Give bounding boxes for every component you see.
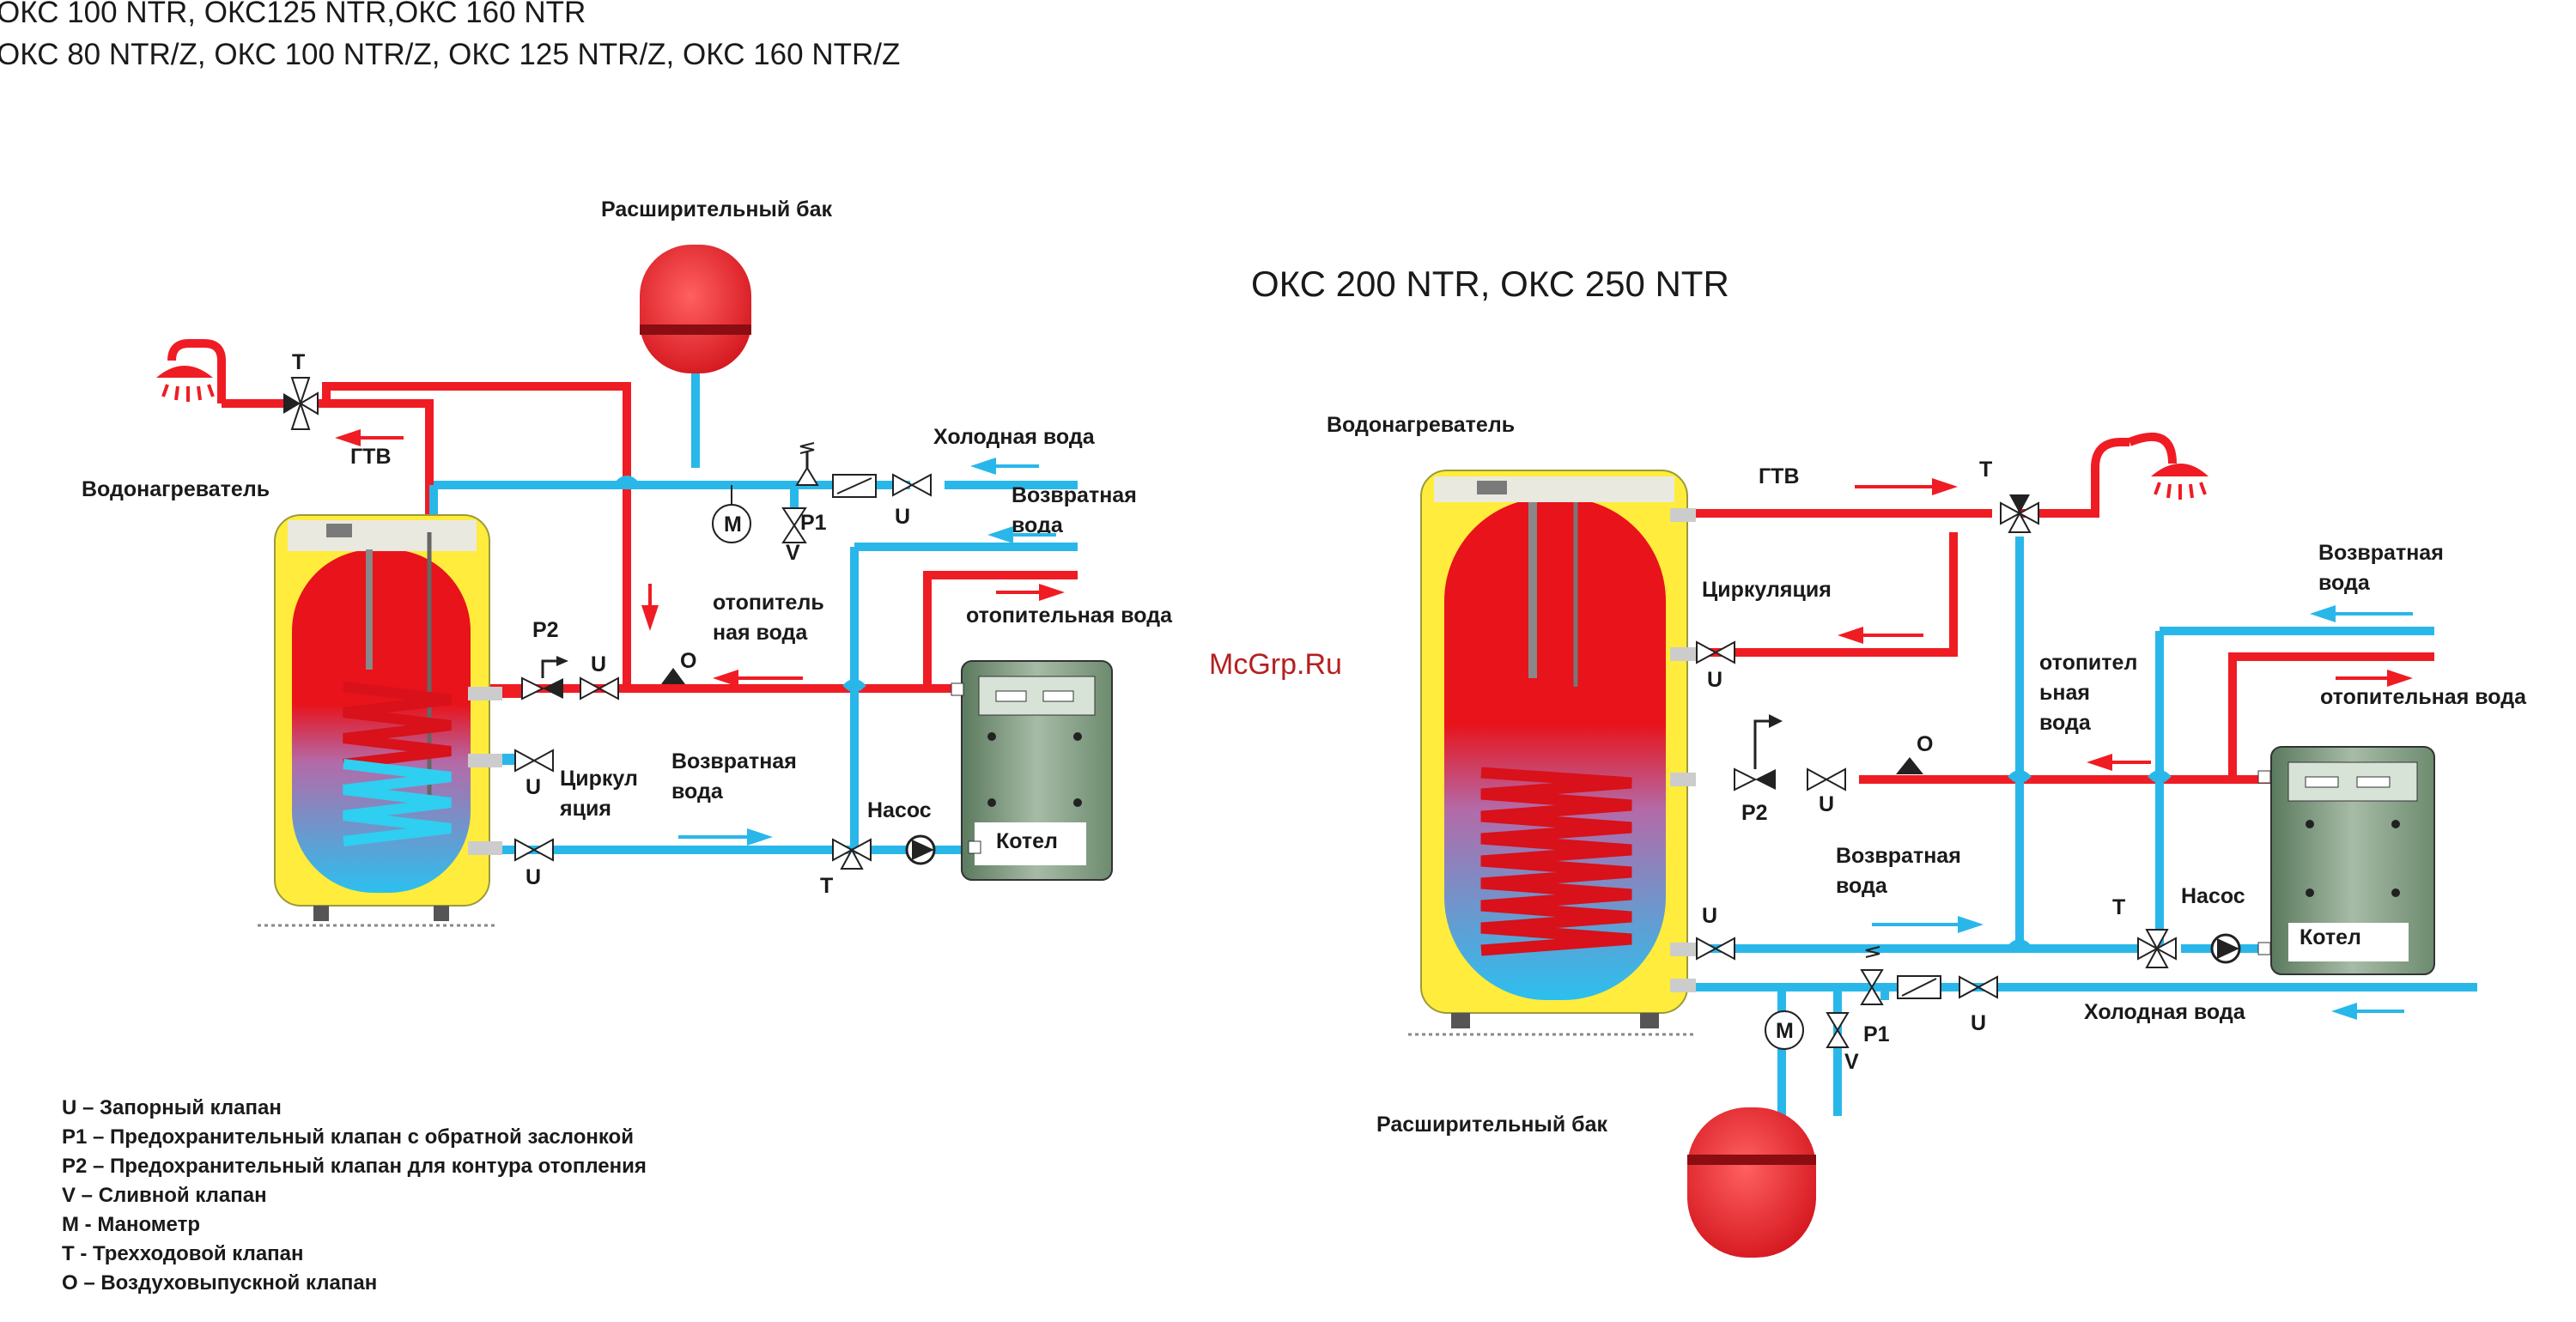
- heating-label-right-2: ьная: [2039, 681, 2090, 705]
- u-label-left-top: U: [895, 505, 910, 529]
- three-way-valve-icon: [2000, 494, 2039, 533]
- legend-item: U – Запорный клапан: [62, 1096, 282, 1119]
- heating-full-label-right: отопительная вода: [2320, 685, 2527, 709]
- t-label-left-bottom: T: [820, 874, 833, 898]
- shutoff-valve-icon: [892, 473, 932, 497]
- heating-water-full-label-left: отопительная вода: [966, 603, 1173, 628]
- header-line-1: ОКС 100 NTR, ОКС125 NTR,ОКС 160 NTR: [0, 0, 586, 29]
- three-way-valve-icon: [283, 377, 319, 430]
- o-label-right: O: [1917, 732, 1933, 756]
- boiler-right: [2257, 746, 2435, 975]
- right-diagram-title: ОКС 200 NTR, ОКС 250 NTR: [1251, 264, 1729, 304]
- u-label-right-cold: U: [1971, 1011, 1986, 1035]
- water-heater-label-right: Водонагреватель: [1327, 413, 1515, 437]
- heating-water-label-left-2: ная вода: [713, 621, 808, 645]
- heating-label-right-1: отопител: [2039, 651, 2137, 675]
- p1-label-right: P1: [1863, 1022, 1890, 1046]
- u-label-right-hot: U: [1819, 792, 1834, 816]
- legend-item: O – Воздуховыпускной клапан: [62, 1271, 377, 1295]
- p2-label-left: P2: [532, 618, 559, 642]
- v-label-left: V: [786, 541, 800, 565]
- legend-item: P2 – Предохранительный клапан для контур…: [62, 1155, 647, 1178]
- shower-head-icon: [2128, 432, 2208, 500]
- u-label-left-bottom: U: [526, 865, 541, 889]
- heating-water-label-left-1: отопитель: [713, 591, 824, 615]
- boiler-left: [951, 660, 1113, 881]
- return2-label-left-2: вода: [671, 779, 724, 804]
- return-water-label-right-1: Возвратная: [2318, 541, 2444, 565]
- manometer-icon: [1765, 1010, 1804, 1050]
- expansion-tank-label-right: Расширительный бак: [1376, 1113, 1608, 1137]
- manometer-label-left: M: [724, 512, 742, 537]
- o-label-left: O: [680, 649, 696, 673]
- shutoff-valve-icon: [514, 838, 554, 862]
- u-label-left-circ: U: [526, 775, 541, 799]
- shutoff-valve-icon: [1696, 640, 1735, 664]
- manometer-label-right: M: [1776, 1019, 1794, 1043]
- watermark: McGrp.Ru: [1209, 648, 1342, 681]
- t-label-right-top: T: [1979, 458, 1992, 482]
- t-label-right-bottom: T: [2112, 895, 2125, 919]
- shutoff-valve-icon: [1696, 937, 1735, 961]
- shower-head-icon: [156, 339, 226, 403]
- p1-label-left: P1: [800, 511, 827, 535]
- pump-icon: [905, 834, 936, 865]
- legend-item: M - Манометр: [62, 1213, 200, 1236]
- legend: U – Запорный клапан P1 – Предохранительн…: [62, 1096, 647, 1295]
- safety-valve-p1-icon: [1860, 946, 1941, 1005]
- expansion-tank-label-left: Расширительный бак: [601, 197, 833, 221]
- safety-valve-p2-icon: [1734, 714, 1783, 791]
- boiler-label-right: Котел: [2300, 925, 2361, 949]
- expansion-tank-left: [640, 245, 751, 468]
- return-water-label-left-1: Возвратная: [1012, 483, 1137, 507]
- legend-item: V – Сливной клапан: [62, 1184, 267, 1207]
- three-way-valve-icon: [2137, 929, 2177, 968]
- pump-label-right: Насос: [2181, 884, 2245, 908]
- pump-label-left: Насос: [867, 798, 932, 822]
- water-heater-right: [1408, 470, 1696, 1036]
- heating-label-right-3: вода: [2039, 711, 2092, 735]
- header-line-2: ОКС 80 NTR/Z, ОКС 100 NTR/Z, ОКС 125 NTR…: [0, 38, 900, 71]
- return2-label-left-1: Возвратная: [671, 749, 797, 773]
- circulation-label-right: Циркуляция: [1702, 578, 1832, 602]
- air-vent-icon: [1896, 757, 1923, 774]
- safety-valve-p2-icon: [521, 656, 568, 700]
- shutoff-valve-icon: [514, 749, 554, 773]
- circulation-label-left-2: яция: [559, 797, 611, 821]
- circulation-label-left-1: Циркул: [560, 767, 638, 791]
- return-water-label-right-2: вода: [2318, 571, 2371, 595]
- right-diagram: ОКС 200 NTR, ОКС 250 NTR Водонагреватель: [1251, 264, 2527, 1258]
- drain-valve-icon: [781, 507, 807, 543]
- drain-valve-icon: [1826, 1012, 1850, 1048]
- pump-icon: [2210, 933, 2241, 964]
- u-label-right-circ: U: [1707, 668, 1722, 692]
- cold-water-label-left: Холодная вода: [933, 425, 1096, 449]
- legend-item: T - Трехходовой клапан: [62, 1242, 304, 1265]
- water-heater-label-left: Водонагреватель: [82, 477, 270, 501]
- shutoff-valve-icon: [580, 676, 619, 700]
- boiler-label-left: Котел: [996, 829, 1058, 853]
- shutoff-valve-icon: [1959, 975, 1998, 999]
- safety-valve-p1-icon: [795, 442, 877, 498]
- expansion-tank-right: [1687, 1107, 1816, 1258]
- legend-item: P1 – Предохранительный клапан с обратной…: [62, 1125, 634, 1149]
- u-label-right-bottom: U: [1702, 904, 1717, 928]
- p2-label-right: P2: [1741, 801, 1768, 825]
- three-way-valve-icon: [832, 838, 872, 870]
- shutoff-valve-icon: [1807, 767, 1846, 791]
- left-diagram: Расширительный бак: [82, 197, 1173, 927]
- u-label-left-hot: U: [591, 652, 606, 676]
- water-heater-left: [258, 514, 502, 927]
- return2-label-right-1: Возвратная: [1836, 844, 1961, 868]
- return2-label-right-2: вода: [1836, 874, 1888, 898]
- dhw-label-left: ГТВ: [350, 445, 392, 469]
- v-label-right: V: [1844, 1050, 1859, 1074]
- cold-water-label-right: Холодная вода: [2084, 1000, 2246, 1024]
- t-valve-label-left: T: [292, 350, 305, 374]
- air-vent-icon: [661, 668, 685, 684]
- dhw-label-right: ГТВ: [1759, 464, 1800, 488]
